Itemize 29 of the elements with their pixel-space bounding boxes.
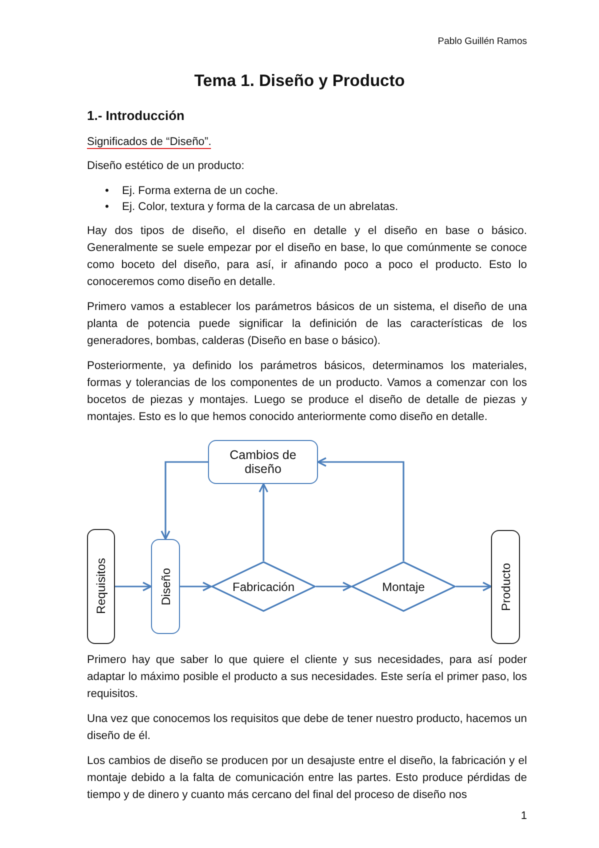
- author-name: Pablo Guillén Ramos: [438, 36, 527, 47]
- section-heading: 1.- Introducción: [87, 108, 186, 123]
- list-item-text: Ej. Color, textura y forma de la carcasa de un abrelatas.: [122, 200, 398, 215]
- process-box: Producto: [491, 530, 520, 644]
- page-number: 1: [520, 810, 527, 822]
- bullet-mark: •: [105, 184, 110, 199]
- arrow: [180, 582, 212, 592]
- paragraph: Diseño estético de un producto:: [87, 159, 246, 174]
- arrow: [317, 457, 404, 561]
- arrow: [456, 582, 492, 592]
- list-item-text: Ej. Forma externa de un coche.: [122, 184, 278, 199]
- paragraph: Una vez que conocemos los requisitos que debe de tener nuestro producto, hacemos un diseño de él.: [87, 712, 527, 744]
- process-box: Cambios de diseño: [208, 440, 318, 484]
- decision-diamond: Montaje: [351, 561, 456, 612]
- underlined-subheading: Significados de “Diseño”.: [87, 136, 212, 149]
- process-box: Requisitos: [87, 529, 115, 644]
- bullet-mark: •: [105, 200, 110, 215]
- paragraph: Hay dos tipos de diseño, el diseño en detalle y el diseño en base o básico. Generalmente se suele empezar por el diseño en base, lo que comúnmente se conoce como boceto del diseño, para así, ir afinando poco a poco el producto. Esto lo conoceremos como diseño en detalle.: [87, 224, 527, 290]
- arrow: [258, 483, 268, 561]
- page-title: Tema 1. Diseño y Producto: [193, 72, 406, 91]
- arrow: [115, 582, 152, 592]
- paragraph: Posteriormente, ya definido los parámetros básicos, determinamos los materiales, formas y tolerancias de los componentes de un producto. Vamos a comenzar con los bocetos de piezas y montajes. Luego se produce el diseño de detalle de piezas y montajes. Esto es lo que hemos conocido anteriormente como diseño en detalle.: [87, 359, 527, 425]
- decision-diamond: Fabricación: [211, 561, 316, 612]
- process-box: Diseño: [151, 539, 180, 634]
- arrow: [316, 582, 352, 592]
- paragraph: Los cambios de diseño se producen por un desajuste entre el diseño, la fabricación y el montaje debido a la falta de comunicación entre las partes. Esto produce pérdidas de tiempo y de dinero y cuanto más cercano del final del proceso de diseño nos: [87, 754, 527, 803]
- arrow: [160, 461, 208, 540]
- paragraph: Primero vamos a establecer los parámetros básicos de un sistema, el diseño de una planta de potencia puede significar la definición de las características de los generadores, bombas, calderas (Diseño en base o básico).: [87, 300, 527, 349]
- paragraph: Primero hay que saber lo que quiere el cliente y sus necesidades, para así poder adaptar lo máximo posible el producto a sus necesidades. Este sería el primer paso, los requisitos.: [87, 653, 527, 702]
